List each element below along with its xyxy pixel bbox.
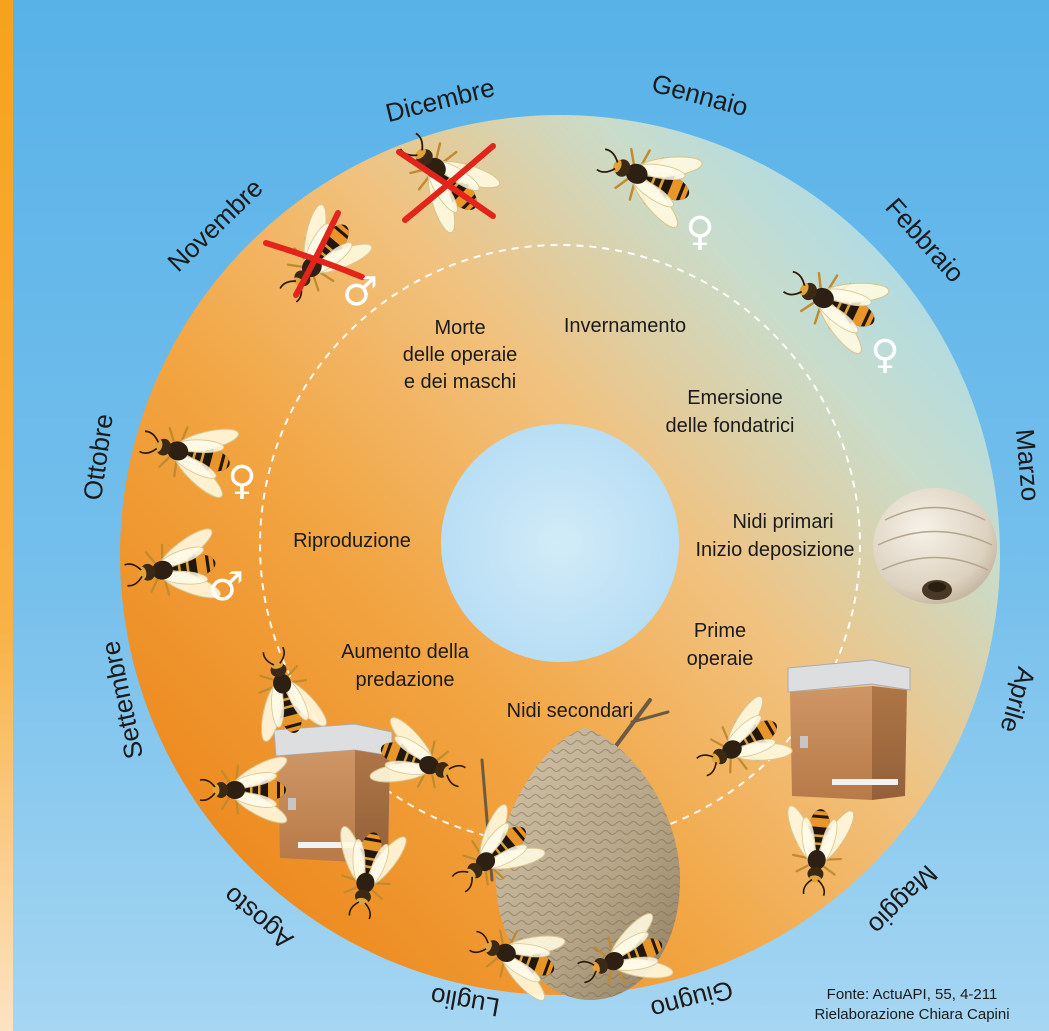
stage-first-workers-line-1: Prime: [694, 620, 746, 642]
month-label-ottobre: Ottobre: [77, 412, 119, 502]
month-label-dicembre: Dicembre: [382, 72, 497, 128]
female-symbol-icon: ♀: [227, 458, 256, 504]
female-symbol-icon: ♀: [870, 332, 899, 378]
credit-note: Rielaborazione Chiara Capini: [814, 1006, 1009, 1023]
stage-emergence-line-1: Emersione: [687, 387, 783, 409]
month-label-maggio: Maggio: [862, 859, 944, 941]
stage-primary-nests-line-2: Inizio deposizione: [696, 539, 855, 561]
male-symbol-icon: ♂: [208, 564, 244, 610]
stage-first-workers-line-2: operaie: [687, 648, 754, 670]
beehive-icon: [788, 660, 910, 800]
stage-overwintering: Invernamento: [564, 315, 686, 337]
stage-secondary-nests: Nidi secondari: [507, 700, 634, 722]
month-label-marzo: Marzo: [1010, 428, 1046, 503]
stage-death-line-3: e dei maschi: [404, 371, 516, 393]
month-label-gennaio: Gennaio: [649, 68, 752, 122]
male-symbol-icon: ♂: [342, 269, 378, 315]
stage-predation-line-2: predazione: [356, 669, 455, 691]
stage-predation-line-1: Aumento della: [341, 641, 470, 663]
stage-death-line-2: delle operaie: [403, 344, 518, 366]
primary-nest-icon: [873, 488, 997, 604]
stage-death-line-1: Morte: [434, 317, 485, 339]
stage-primary-nests-line-1: Nidi primari: [732, 511, 833, 533]
center-hole: [441, 424, 679, 662]
source-note: Fonte: ActuAPI, 55, 4-211: [827, 986, 998, 1003]
stage-reproduction: Riproduzione: [293, 530, 411, 552]
month-label-aprile: Aprile: [994, 664, 1041, 736]
stage-emergence-line-2: delle fondatrici: [666, 415, 795, 437]
female-symbol-icon: ♀: [685, 209, 714, 255]
